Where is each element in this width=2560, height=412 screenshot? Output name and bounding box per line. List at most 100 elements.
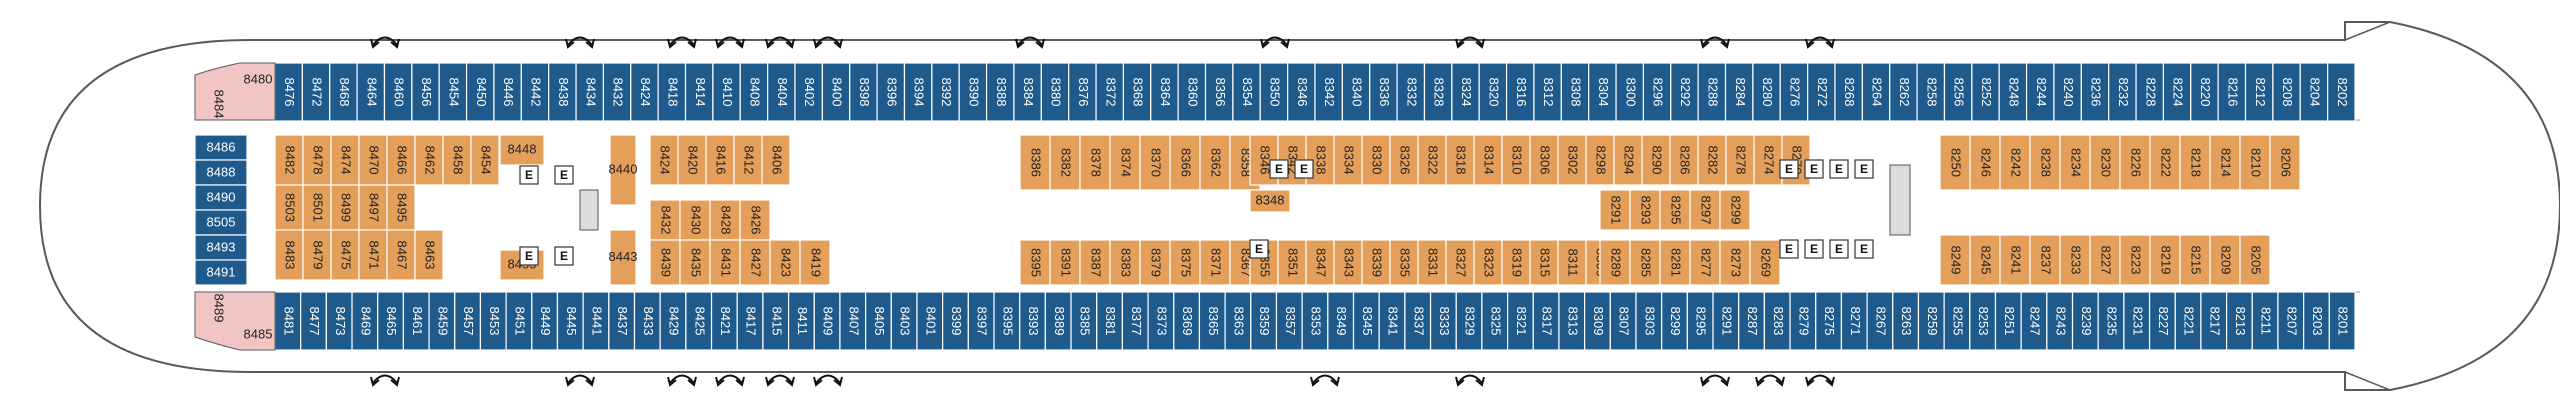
cabin-8339[interactable]: 8339 [1361, 239, 1391, 286]
cabin-8378[interactable]: 8378 [1079, 134, 1111, 191]
cabin-8264[interactable]: 8264 [1861, 62, 1891, 122]
cabin-8204[interactable]: 8204 [2299, 62, 2329, 122]
cabin-8433[interactable]: 8433 [633, 291, 661, 351]
cabin-8271[interactable]: 8271 [1840, 291, 1868, 351]
cabin-8398[interactable]: 8398 [849, 62, 878, 122]
cabin-8237[interactable]: 8237 [2029, 234, 2061, 286]
cabin-8246[interactable]: 8246 [1969, 134, 2001, 191]
cabin-8329[interactable]: 8329 [1455, 291, 1483, 351]
cabin-8475[interactable]: 8475 [330, 229, 360, 281]
cabin-8312[interactable]: 8312 [1533, 62, 1562, 122]
cabin-8437[interactable]: 8437 [608, 291, 636, 351]
cabin-8477[interactable]: 8477 [300, 291, 327, 351]
cabin-8314[interactable]: 8314 [1473, 134, 1503, 186]
cabin-8287[interactable]: 8287 [1738, 291, 1765, 351]
cabin-8482[interactable]: 8482 [274, 134, 304, 186]
cabin-8373[interactable]: 8373 [1147, 291, 1175, 351]
cabin-8390[interactable]: 8390 [958, 62, 988, 122]
cabin-8451[interactable]: 8451 [505, 291, 533, 351]
cabin-8241[interactable]: 8241 [1999, 234, 2031, 286]
cabin-8239[interactable]: 8239 [2071, 291, 2099, 351]
cabin-8448[interactable]: 8448 [499, 134, 545, 166]
cabin-8302[interactable]: 8302 [1557, 134, 1587, 186]
cabin-8322[interactable]: 8322 [1417, 134, 1447, 186]
cabin-8263[interactable]: 8263 [1892, 291, 1920, 351]
cabin-8471[interactable]: 8471 [358, 229, 388, 281]
cabin-8461[interactable]: 8461 [402, 291, 430, 351]
cabin-8316[interactable]: 8316 [1505, 62, 1535, 122]
cabin-8443[interactable]: 8443 [609, 229, 638, 286]
cabin-8207[interactable]: 8207 [2277, 291, 2305, 351]
cabin-8495[interactable]: 8495 [386, 184, 416, 231]
cabin-8466[interactable]: 8466 [386, 134, 416, 186]
cabin-8235[interactable]: 8235 [2097, 291, 2125, 351]
cabin-8328[interactable]: 8328 [1423, 62, 1453, 122]
cabin-8327[interactable]: 8327 [1445, 239, 1475, 286]
cabin-8407[interactable]: 8407 [839, 291, 867, 351]
cabin-8459[interactable]: 8459 [428, 291, 456, 351]
cabin-8418[interactable]: 8418 [657, 62, 687, 122]
cabin-8215[interactable]: 8215 [2179, 234, 2211, 286]
cabin-8219[interactable]: 8219 [2149, 234, 2181, 286]
cabin-8267[interactable]: 8267 [1866, 291, 1894, 351]
cabin-8420[interactable]: 8420 [677, 134, 707, 186]
cabin-8256[interactable]: 8256 [1943, 62, 1973, 122]
cabin-8501[interactable]: 8501 [302, 184, 332, 231]
cabin-8259[interactable]: 8259 [1917, 291, 1945, 351]
cabin-8286[interactable]: 8286 [1669, 134, 1699, 186]
cabin-8275[interactable]: 8275 [1815, 291, 1843, 351]
cabin-8303[interactable]: 8303 [1635, 291, 1663, 351]
cabin-8499[interactable]: 8499 [330, 184, 360, 231]
cabin-8399[interactable]: 8399 [942, 291, 969, 351]
cabin-8295[interactable]: 8295 [1686, 291, 1714, 351]
cabin-8384[interactable]: 8384 [1013, 62, 1042, 122]
cabin-8391[interactable]: 8391 [1049, 239, 1081, 286]
cabin-8454[interactable]: 8454 [438, 62, 468, 122]
cabin-8292[interactable]: 8292 [1670, 62, 1699, 122]
cabin-8251[interactable]: 8251 [1994, 291, 2022, 351]
cabin-8365[interactable]: 8365 [1198, 291, 1226, 351]
cabin-8458[interactable]: 8458 [442, 134, 472, 186]
cabin-8442[interactable]: 8442 [520, 62, 550, 122]
cabin-8228[interactable]: 8228 [2135, 62, 2165, 122]
cabin-8313[interactable]: 8313 [1558, 291, 1586, 351]
cabin-8240[interactable]: 8240 [2053, 62, 2082, 122]
cabin-8285[interactable]: 8285 [1629, 239, 1661, 286]
cabin-8345[interactable]: 8345 [1352, 291, 1380, 351]
cabin-8370[interactable]: 8370 [1139, 134, 1171, 191]
cabin-8318[interactable]: 8318 [1445, 134, 1475, 186]
cabin-8427[interactable]: 8427 [739, 239, 771, 286]
cabin-8415[interactable]: 8415 [762, 291, 790, 351]
cabin-8401[interactable]: 8401 [916, 291, 944, 351]
cabin-8488[interactable]: 8488 [194, 159, 248, 186]
cabin-8362[interactable]: 8362 [1199, 134, 1231, 191]
cabin-8283[interactable]: 8283 [1763, 291, 1791, 351]
cabin-8357[interactable]: 8357 [1275, 291, 1303, 351]
cabin-8493[interactable]: 8493 [194, 234, 248, 261]
cabin-8213[interactable]: 8213 [2226, 291, 2253, 351]
cabin-8238[interactable]: 8238 [2029, 134, 2061, 191]
cabin-8214[interactable]: 8214 [2209, 134, 2241, 191]
cabin-8221[interactable]: 8221 [2174, 291, 2202, 351]
cabin-8389[interactable]: 8389 [1044, 291, 1072, 351]
cabin-8467[interactable]: 8467 [386, 229, 416, 281]
cabin-8350[interactable]: 8350 [1259, 62, 1289, 122]
cabin-8439[interactable]: 8439 [649, 239, 681, 286]
cabin-8491[interactable]: 8491 [194, 259, 248, 286]
cabin-8359[interactable]: 8359 [1250, 291, 1278, 351]
cabin-8409[interactable]: 8409 [813, 291, 841, 351]
cabin-8208[interactable]: 8208 [2272, 62, 2301, 122]
cabin-8432[interactable]: 8432 [649, 199, 681, 241]
cabin-8457[interactable]: 8457 [454, 291, 482, 351]
cabin-8464[interactable]: 8464 [356, 62, 386, 122]
cabin-8269[interactable]: 8269 [1749, 239, 1781, 286]
cabin-8479[interactable]: 8479 [302, 229, 332, 281]
cabin-8368[interactable]: 8368 [1122, 62, 1152, 122]
cabin-8379[interactable]: 8379 [1139, 239, 1171, 286]
cabin-8465[interactable]: 8465 [377, 291, 404, 351]
cabin-8278[interactable]: 8278 [1725, 134, 1755, 186]
cabin-8253[interactable]: 8253 [1969, 291, 1997, 351]
cabin-8296[interactable]: 8296 [1642, 62, 1672, 122]
cabin-8299[interactable]: 8299 [1719, 189, 1751, 231]
cabin-8332[interactable]: 8332 [1396, 62, 1426, 122]
